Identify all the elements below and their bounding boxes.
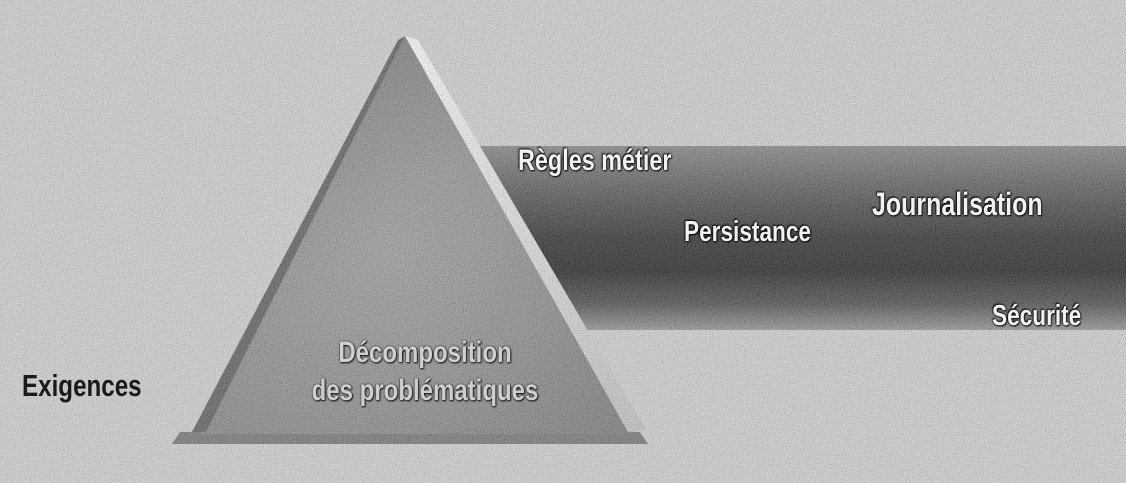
prism-label-line1: Décomposition <box>293 334 557 372</box>
output-label-business-rules: Règles métier <box>518 144 671 178</box>
input-label-exigences: Exigences <box>22 368 142 404</box>
prism-label: Décomposition des problématiques <box>260 334 590 410</box>
prism-label-line2: des problématiques <box>293 372 557 410</box>
output-label-persistence: Persistance <box>684 216 811 249</box>
output-label-logging: Journalisation <box>872 186 1043 223</box>
output-label-security: Sécurité <box>992 300 1081 333</box>
